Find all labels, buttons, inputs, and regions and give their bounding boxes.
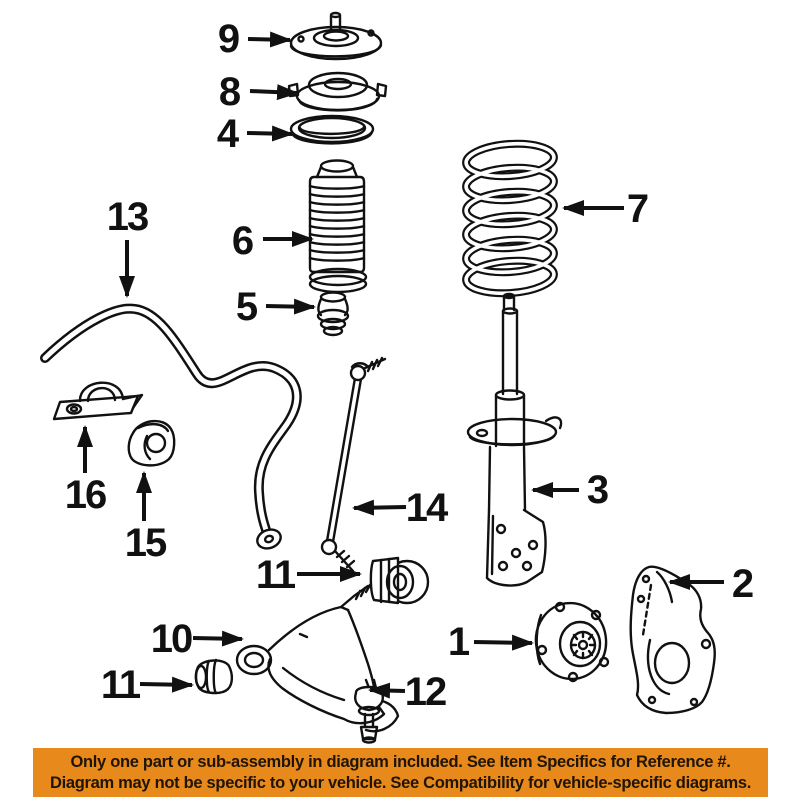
spring-seat-part [289, 114, 375, 145]
callout-arrows [77, 31, 724, 699]
callout-label-9: 9 [218, 17, 239, 61]
stabilizer-bracket-part [52, 381, 144, 421]
steering-knuckle-part [629, 565, 716, 715]
callout-label-8: 8 [219, 70, 241, 114]
arrow-12 [368, 682, 406, 699]
callout-label-4: 4 [217, 112, 240, 156]
arrow-1 [473, 634, 534, 651]
control-arm-part [235, 583, 400, 733]
callout-label-2: 2 [732, 562, 753, 606]
callout-label-16: 16 [65, 473, 106, 517]
callout-label-14: 14 [406, 486, 449, 530]
callout-label-1: 1 [448, 620, 470, 664]
arrow-14 [352, 499, 407, 516]
disclaimer-line-1: Only one part or sub-assembly in diagram… [70, 752, 731, 771]
hub-bearing-part [534, 601, 610, 683]
suspension-exploded-diagram: 9 8 4 6 5 7 13 16 15 14 11 10 11 12 1 2 … [40, 11, 755, 744]
coil-spring-part [462, 139, 558, 298]
stabilizer-link-part [320, 356, 387, 573]
strut-mount-part [289, 11, 383, 61]
control-arm-rear-bushing-part [369, 556, 430, 605]
callout-label-3: 3 [587, 468, 608, 512]
arrow-9 [247, 31, 292, 48]
control-arm-front-bushing-part [194, 658, 234, 695]
callout-label-12: 12 [405, 670, 446, 714]
arrow-8 [249, 84, 299, 101]
callout-labels: 9 8 4 6 5 7 13 16 15 14 11 10 11 12 1 2 … [65, 17, 755, 714]
callout-label-7: 7 [627, 187, 648, 231]
callout-label-10: 10 [151, 617, 192, 661]
callout-label-6: 6 [232, 219, 253, 263]
disclaimer-banner: Only one part or sub-assembly in diagram… [33, 748, 768, 797]
arrow-10 [192, 630, 244, 647]
stabilizer-bar-part [40, 303, 302, 550]
arrow-5 [265, 298, 316, 315]
callout-label-11-rear: 11 [256, 553, 296, 597]
arrow-4 [246, 125, 294, 142]
callout-label-15: 15 [125, 521, 167, 565]
callout-label-13: 13 [107, 195, 148, 239]
arrow-11-front [139, 676, 194, 693]
strut-part [466, 292, 563, 587]
strut-bearing-part [287, 71, 388, 112]
stabilizer-bushing-part [127, 419, 176, 467]
callout-label-5: 5 [236, 285, 258, 329]
strut-boot-part [308, 159, 368, 294]
bump-stop-part [316, 291, 350, 337]
disclaimer-line-2: Diagram may not be specific to your vehi… [49, 773, 752, 792]
callout-label-11-front: 11 [101, 663, 141, 707]
